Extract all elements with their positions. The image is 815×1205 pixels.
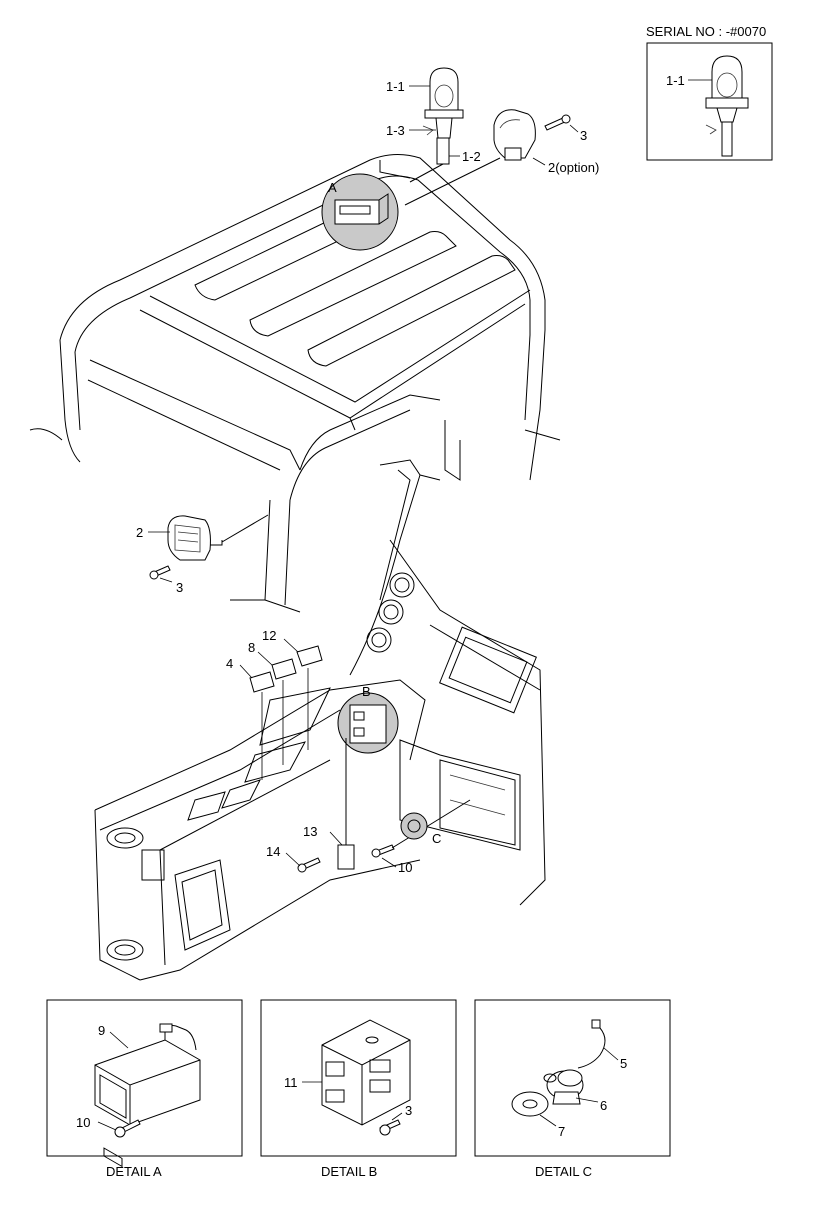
label-2-option: 2(option) xyxy=(548,160,599,175)
label-4: 4 xyxy=(226,656,233,671)
cab-interior xyxy=(94,459,546,981)
serial-number-text: SERIAL NO : -#0070 xyxy=(646,24,766,39)
detail-b-panel: 11 3 DETAIL B xyxy=(260,999,457,1179)
beacon-lamp-1-1 xyxy=(424,67,464,119)
label-callout-a: A xyxy=(328,180,337,195)
detail-b-label-11: 11 xyxy=(284,1075,298,1090)
detail-c-panel: 5 6 7 DETAIL C xyxy=(474,999,671,1179)
switch-4 xyxy=(249,671,275,693)
serial-inset-frame xyxy=(646,42,773,161)
detail-b-bolt-3 xyxy=(379,1119,401,1136)
switch-12 xyxy=(296,645,323,667)
work-lamp-option xyxy=(404,109,536,206)
label-callout-c: C xyxy=(432,831,441,846)
detail-c-label-7: 7 xyxy=(558,1124,565,1139)
callout-a: A xyxy=(321,173,399,251)
inset-beacon-lamp xyxy=(705,55,749,157)
detail-a-title: DETAIL A xyxy=(106,1164,162,1179)
label-3-left: 3 xyxy=(176,580,183,595)
buzzer-6 xyxy=(543,1069,584,1105)
detail-b-frame xyxy=(260,999,457,1157)
beacon-mount-1-3 xyxy=(422,117,453,139)
washer-7 xyxy=(511,1091,549,1117)
detail-c-frame xyxy=(474,999,671,1157)
bolt-3-left xyxy=(149,565,171,580)
bolt-10-main xyxy=(371,799,471,858)
detail-a-bolt-10 xyxy=(114,1119,141,1138)
detail-b-title: DETAIL B xyxy=(321,1164,377,1179)
detail-c-label-6: 6 xyxy=(600,1098,607,1113)
cab-roof xyxy=(29,154,561,613)
label-1-3: 1-3 xyxy=(386,123,405,138)
detail-a-label-10: 10 xyxy=(76,1115,90,1130)
bolt-14 xyxy=(297,857,321,873)
detail-c-label-5: 5 xyxy=(620,1056,627,1071)
label-2-left: 2 xyxy=(136,525,143,540)
label-3-top: 3 xyxy=(580,128,587,143)
radio-unit-9 xyxy=(94,1023,201,1168)
detail-a-label-9: 9 xyxy=(98,1023,105,1038)
work-lamp-2 xyxy=(167,514,269,561)
label-callout-b: B xyxy=(362,684,371,699)
wire-5 xyxy=(577,1019,606,1069)
label-1-1: 1-1 xyxy=(386,79,405,94)
label-14: 14 xyxy=(266,844,280,859)
label-1-1-inset: 1-1 xyxy=(666,73,685,88)
bolt-3-top xyxy=(544,114,571,131)
callout-b: B xyxy=(337,684,399,754)
label-1-2: 1-2 xyxy=(462,149,481,164)
label-8: 8 xyxy=(248,640,255,655)
detail-b-label-3: 3 xyxy=(405,1103,412,1118)
serial-inset: SERIAL NO : -#0070 1-1 xyxy=(646,24,773,161)
label-10-main: 10 xyxy=(398,860,412,875)
part-13 xyxy=(337,738,355,870)
label-13: 13 xyxy=(303,824,317,839)
detail-a-frame xyxy=(46,999,243,1157)
holder-11 xyxy=(321,1019,411,1126)
callout-c: C xyxy=(400,812,441,846)
detail-c-title: DETAIL C xyxy=(535,1164,592,1179)
label-12: 12 xyxy=(262,628,276,643)
beacon-bracket-1-2 xyxy=(409,137,450,183)
switch-8 xyxy=(271,658,297,680)
detail-a-panel: 9 10 DETAIL A xyxy=(46,999,243,1179)
